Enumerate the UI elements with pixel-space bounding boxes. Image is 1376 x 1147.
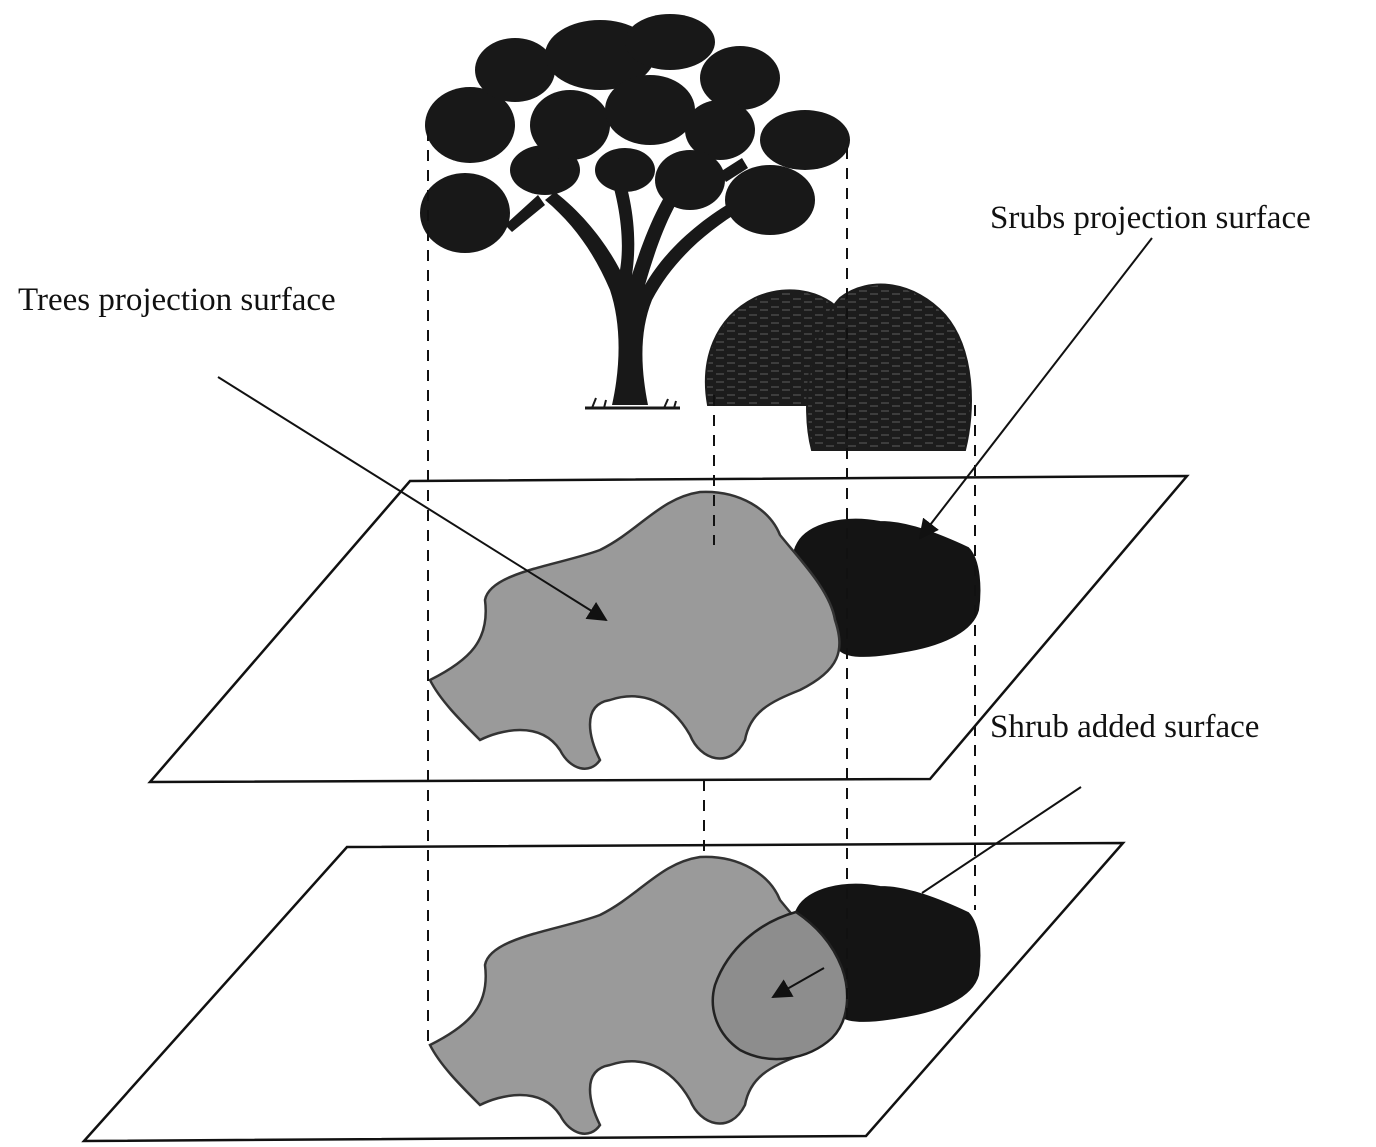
trees-projection-label: Trees projection surface [18, 282, 336, 318]
shrub-icon [706, 285, 971, 450]
shrub-added-label: Shrub added surface [990, 709, 1259, 745]
shrubs-projection-label: Srubs projection surface [990, 200, 1311, 236]
